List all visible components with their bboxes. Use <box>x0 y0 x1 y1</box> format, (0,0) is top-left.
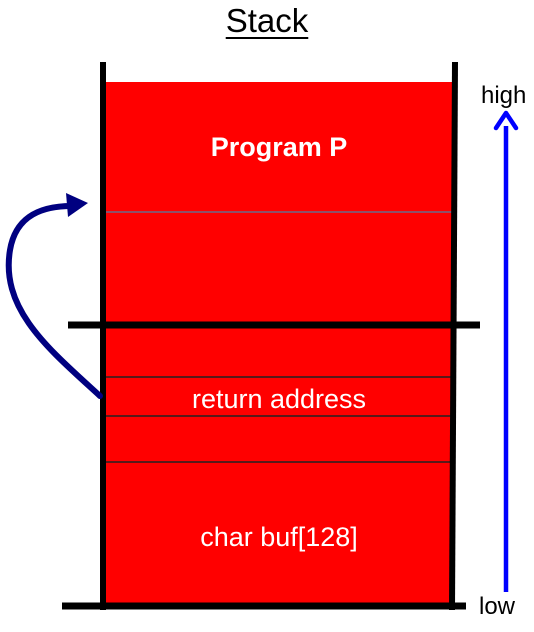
lower-frame-block <box>106 326 452 606</box>
curved-arrow-icon <box>5 203 103 399</box>
return-address-label: return address <box>191 384 367 414</box>
right-wall <box>449 61 458 611</box>
program-p-label: Program P <box>210 132 348 162</box>
program-p-block <box>106 82 452 212</box>
up-arrow-head <box>493 110 519 131</box>
buffer-label: char buf[128] <box>200 522 358 552</box>
upper-frame-block <box>106 212 452 324</box>
curved-arrow-head <box>66 193 88 217</box>
page-title: Stack <box>225 2 309 39</box>
high-label: high <box>481 82 527 109</box>
low-label: low <box>479 593 516 620</box>
